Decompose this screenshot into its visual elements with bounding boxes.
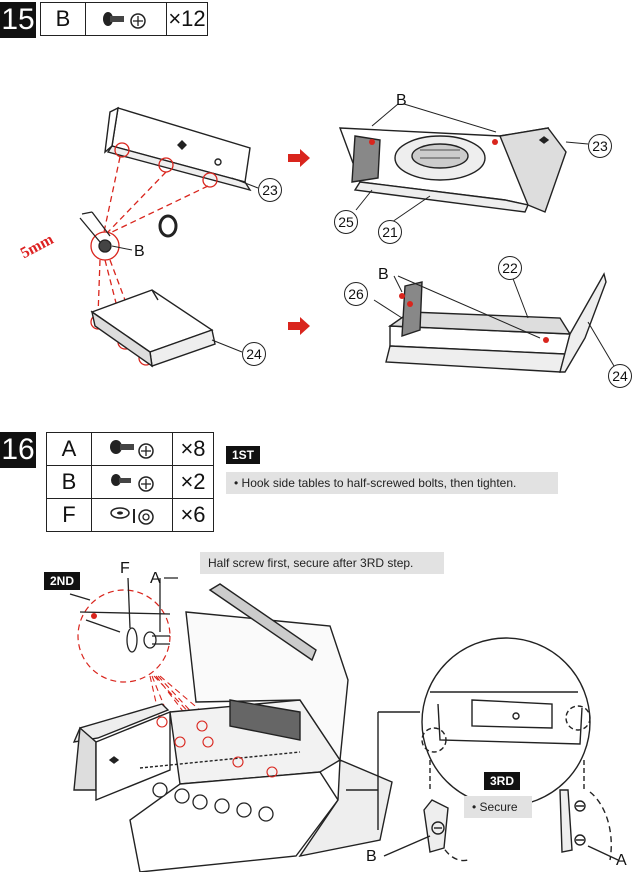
callout-b-lower: B	[378, 266, 389, 283]
arrow-right-icon	[288, 317, 310, 335]
bolt-icon	[91, 465, 173, 499]
callout-b-3rd: B	[366, 848, 377, 865]
part-number-24-right: 24	[608, 364, 632, 388]
step-2nd-tag: 2ND	[44, 572, 81, 590]
step-16-number: 16	[0, 432, 36, 468]
grill-assembly-bottom-right	[385, 272, 607, 373]
bolt-icon	[91, 432, 173, 466]
side-table-top-left	[104, 106, 252, 192]
grill-assembly-top-right	[338, 127, 567, 213]
step-3rd-tag: 3RD	[484, 772, 521, 790]
callout-a-2nd: A	[150, 570, 161, 587]
part-qty: ×2	[172, 465, 214, 499]
grill-body	[72, 583, 393, 872]
step-1st-note: • Hook side tables to half-screwed bolts…	[226, 472, 558, 494]
part-letter: B	[40, 2, 86, 36]
washer-icon	[91, 498, 173, 532]
step-15-number: 15	[0, 2, 36, 38]
part-number-21: 21	[378, 220, 402, 244]
step-3rd-note: • Secure	[464, 796, 532, 818]
part-number-22: 22	[498, 256, 522, 280]
parts-row: B ×12	[40, 2, 208, 36]
step-2nd-note: Half screw first, secure after 3RD step.	[200, 552, 444, 574]
callout-a-3rd: A	[616, 852, 627, 869]
step-16-parts-table: A ×8 B ×2 F	[46, 432, 214, 532]
part-number-24-left: 24	[242, 342, 266, 366]
step-15-parts-table: B ×12	[40, 2, 208, 36]
arrow-right-icon	[288, 149, 310, 167]
part-qty: ×8	[172, 432, 214, 466]
part-number-25: 25	[334, 210, 358, 234]
callout-f: F	[120, 560, 130, 577]
parts-row: A ×8	[46, 432, 214, 466]
part-qty: ×6	[172, 498, 214, 532]
callout-b-mid: B	[134, 243, 145, 260]
part-number-23-top: 23	[588, 134, 612, 158]
parts-row: F ×6	[46, 498, 214, 532]
part-letter: B	[46, 465, 92, 499]
part-number-23-left: 23	[258, 178, 282, 202]
part-number-26: 26	[344, 282, 368, 306]
step-1st-tag: 1ST	[226, 446, 261, 464]
part-letter: A	[46, 432, 92, 466]
part-qty: ×12	[166, 2, 208, 36]
callout-b-top: B	[396, 92, 407, 109]
parts-row: B ×2	[46, 465, 214, 499]
